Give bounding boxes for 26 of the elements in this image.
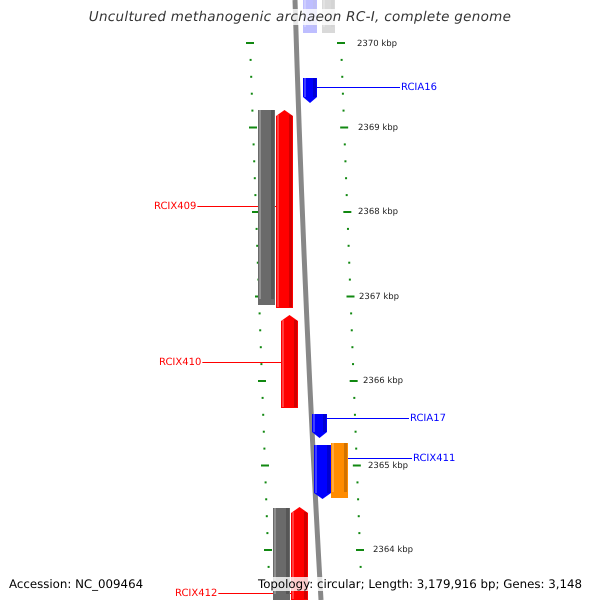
diagram-title: Uncultured methanogenic archaeon RC-I, complete genome bbox=[88, 9, 512, 25]
position-label: 2364 kbp bbox=[373, 545, 414, 555]
gene-feature bbox=[314, 445, 331, 499]
gene-feature bbox=[258, 110, 275, 305]
position-label: 2365 kbp bbox=[368, 461, 408, 471]
info-text: Accession: NC_009464 bbox=[9, 577, 144, 591]
gene-label: RCIA16 bbox=[401, 82, 437, 93]
gene-feature bbox=[276, 110, 293, 308]
gene-label: RCIX409 bbox=[154, 201, 196, 212]
position-label: 2368 kbp bbox=[358, 207, 398, 217]
gene-feature bbox=[281, 315, 298, 408]
gene-label: RCIX410 bbox=[159, 357, 202, 368]
gene-feature bbox=[312, 414, 327, 438]
info-text: Topology: circular; Length: 3,179,916 bp; Genes: 3,148 bbox=[258, 577, 582, 591]
position-label: 2366 kbp bbox=[363, 376, 404, 386]
position-label: 2367 kbp bbox=[359, 292, 400, 302]
gene-feature bbox=[303, 78, 317, 103]
gene-feature bbox=[331, 443, 348, 498]
leader-line bbox=[316, 87, 400, 88]
gene-label: RCIA17 bbox=[410, 413, 446, 424]
leader-line bbox=[202, 362, 282, 363]
position-label: 2370 kbp bbox=[357, 39, 398, 49]
leader-line bbox=[326, 418, 410, 419]
gene-label: RCIX412 bbox=[175, 588, 218, 599]
gene-label: RCIX411 bbox=[413, 453, 456, 464]
position-label: 2369 kbp bbox=[358, 123, 398, 133]
